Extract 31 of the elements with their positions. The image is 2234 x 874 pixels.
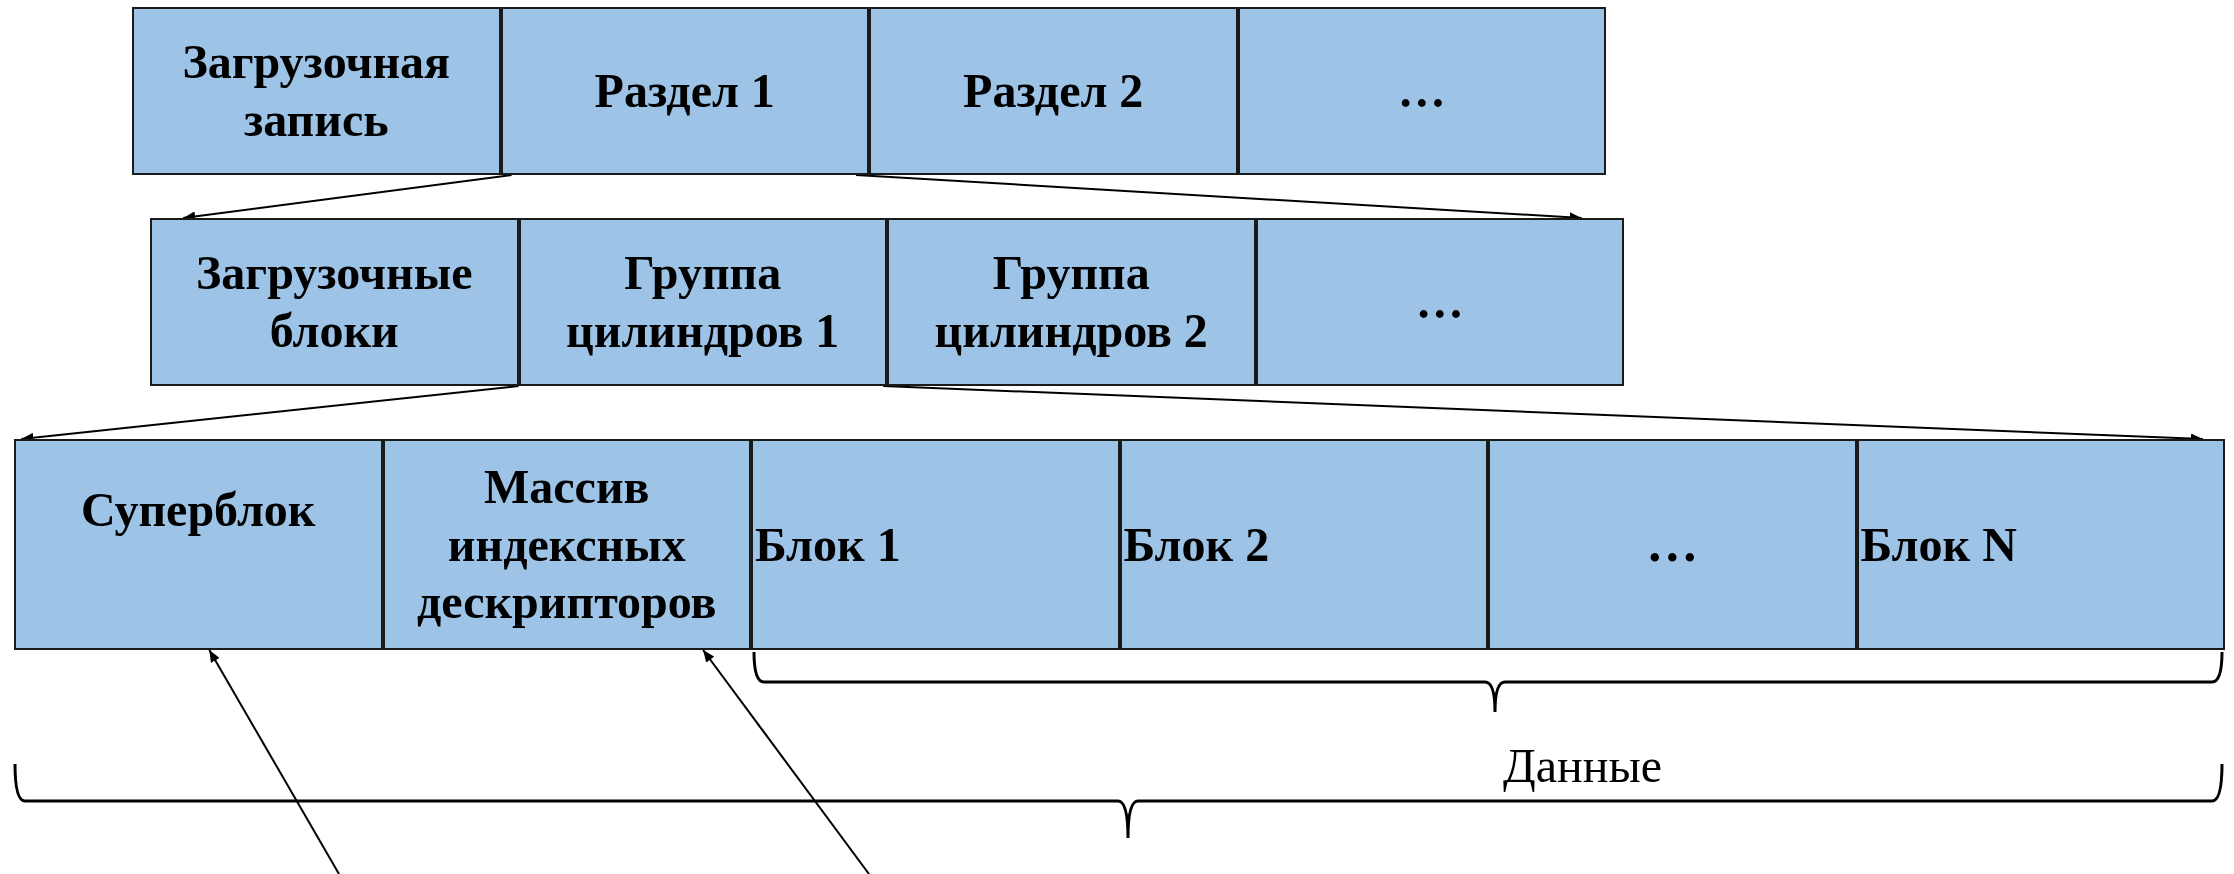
cell-label: … — [1645, 514, 1700, 575]
cell-box — [1488, 439, 1857, 650]
cell-box — [751, 439, 1120, 650]
cell-label: Раздел 2 — [962, 63, 1145, 120]
cell-box — [1255, 218, 1624, 386]
cell-label: … — [1414, 274, 1465, 331]
cell-box — [518, 218, 887, 386]
cell-box — [1856, 439, 2225, 650]
cell-box — [500, 7, 869, 175]
leader-arrow — [208, 649, 340, 874]
cell-label: Блок N — [1859, 516, 2018, 573]
cell-label: Массив индексных дескрипторов — [416, 459, 718, 631]
bracket-label: Данные — [1503, 738, 1662, 793]
cell-box — [887, 218, 1256, 386]
cell-label: Группа цилиндров 2 — [933, 245, 1209, 359]
cell-box — [1119, 439, 1488, 650]
cell-label: Загрузочная запись — [181, 34, 452, 148]
cell-box — [869, 7, 1238, 175]
cell-label: Раздел 1 — [593, 63, 776, 120]
cell-box — [382, 439, 751, 650]
cell-label: … — [1396, 63, 1447, 120]
cell-label: Группа цилиндров 1 — [565, 245, 841, 359]
cell-box — [1237, 7, 1606, 175]
cell-label: Загрузочные блоки — [195, 245, 474, 359]
cell-label: Блок 1 — [754, 516, 902, 573]
cell-label: Суперблок — [80, 482, 317, 538]
cell-label: Блок 2 — [1122, 516, 1271, 573]
cell-box — [150, 218, 519, 386]
cell-box — [132, 7, 501, 175]
cell-box — [14, 439, 383, 650]
leader-arrow — [702, 649, 870, 874]
